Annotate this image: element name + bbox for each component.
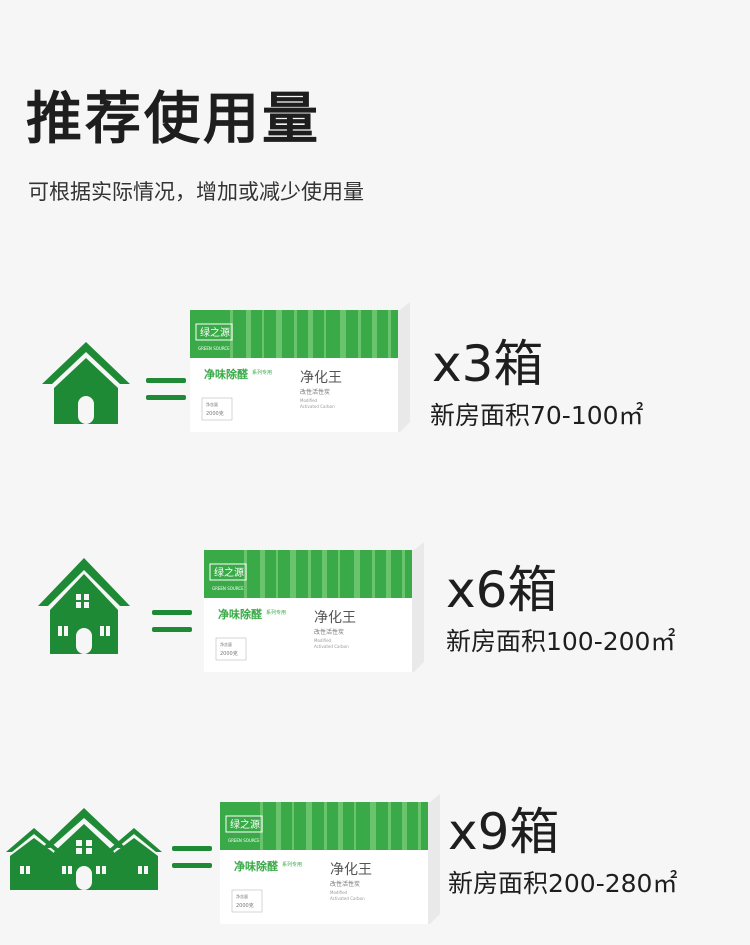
usage-row-1: 绿之源 GREEN SOURCE 净味除醛 系列专用 净化王 改性活性炭 Mod… (0, 300, 750, 450)
svg-text:净含量: 净含量 (236, 893, 248, 899)
svg-text:2000克: 2000克 (206, 411, 224, 417)
equals-sign (152, 610, 192, 644)
svg-text:Activated Carbon: Activated Carbon (300, 404, 335, 409)
box-count: x9箱 (448, 803, 560, 861)
svg-text:净化王: 净化王 (314, 610, 356, 626)
area-range: 新房面积200-280㎡ (448, 869, 678, 898)
box-count: x6箱 (446, 561, 558, 619)
svg-text:2000克: 2000克 (220, 651, 238, 657)
page-title: 推荐使用量 (26, 87, 321, 152)
box-count: x3箱 (432, 335, 544, 393)
product-box-image: 绿之源 GREEN SOURCE 净味除醛 系列专用 净化王 改性活性炭 Mod… (204, 542, 424, 684)
svg-text:系列专用: 系列专用 (266, 609, 286, 616)
svg-text:系列专用: 系列专用 (252, 369, 272, 376)
small-house-icon (40, 340, 132, 426)
svg-text:净化王: 净化王 (330, 862, 372, 878)
svg-text:Modified: Modified (300, 398, 318, 403)
svg-text:净含量: 净含量 (206, 401, 218, 407)
area-range: 新房面积100-200㎡ (446, 627, 676, 656)
svg-text:改性活性炭: 改性活性炭 (330, 880, 360, 888)
large-house-icon (4, 806, 164, 892)
equals-sign (146, 378, 186, 412)
svg-text:2000克: 2000克 (236, 903, 254, 909)
svg-text:GREEN SOURCE: GREEN SOURCE (212, 586, 244, 591)
product-box-image: 绿之源 GREEN SOURCE 净味除醛 系列专用 净化王 改性活性炭 Mod… (220, 794, 440, 936)
svg-text:绿之源: 绿之源 (200, 326, 230, 339)
svg-text:Activated Carbon: Activated Carbon (314, 644, 349, 649)
usage-row-3: 绿之源 GREEN SOURCE 净味除醛 系列专用 净化王 改性活性炭 Mod… (0, 790, 750, 940)
page-subtitle: 可根据实际情况，增加或减少使用量 (28, 180, 364, 204)
svg-text:净含量: 净含量 (220, 641, 232, 647)
svg-text:GREEN SOURCE: GREEN SOURCE (198, 346, 230, 351)
svg-text:净味除醛: 净味除醛 (234, 859, 279, 873)
equals-sign (172, 846, 212, 880)
area-range: 新房面积70-100㎡ (430, 401, 644, 430)
svg-text:改性活性炭: 改性活性炭 (314, 628, 344, 636)
svg-text:净味除醛: 净味除醛 (218, 607, 263, 621)
svg-text:Modified: Modified (314, 638, 332, 643)
product-box-image: 绿之源 GREEN SOURCE 净味除醛 系列专用 净化王 改性活性炭 Mod… (190, 302, 410, 444)
svg-text:Modified: Modified (330, 890, 348, 895)
svg-text:系列专用: 系列专用 (282, 861, 302, 868)
svg-text:绿之源: 绿之源 (230, 818, 260, 831)
usage-row-2: 绿之源 GREEN SOURCE 净味除醛 系列专用 净化王 改性活性炭 Mod… (0, 542, 750, 692)
svg-text:GREEN SOURCE: GREEN SOURCE (228, 838, 260, 843)
svg-text:Activated Carbon: Activated Carbon (330, 896, 365, 901)
svg-text:净味除醛: 净味除醛 (204, 367, 249, 381)
svg-text:绿之源: 绿之源 (214, 566, 244, 579)
two-story-house-icon (36, 556, 132, 656)
svg-text:改性活性炭: 改性活性炭 (300, 388, 330, 396)
svg-text:净化王: 净化王 (300, 370, 342, 386)
